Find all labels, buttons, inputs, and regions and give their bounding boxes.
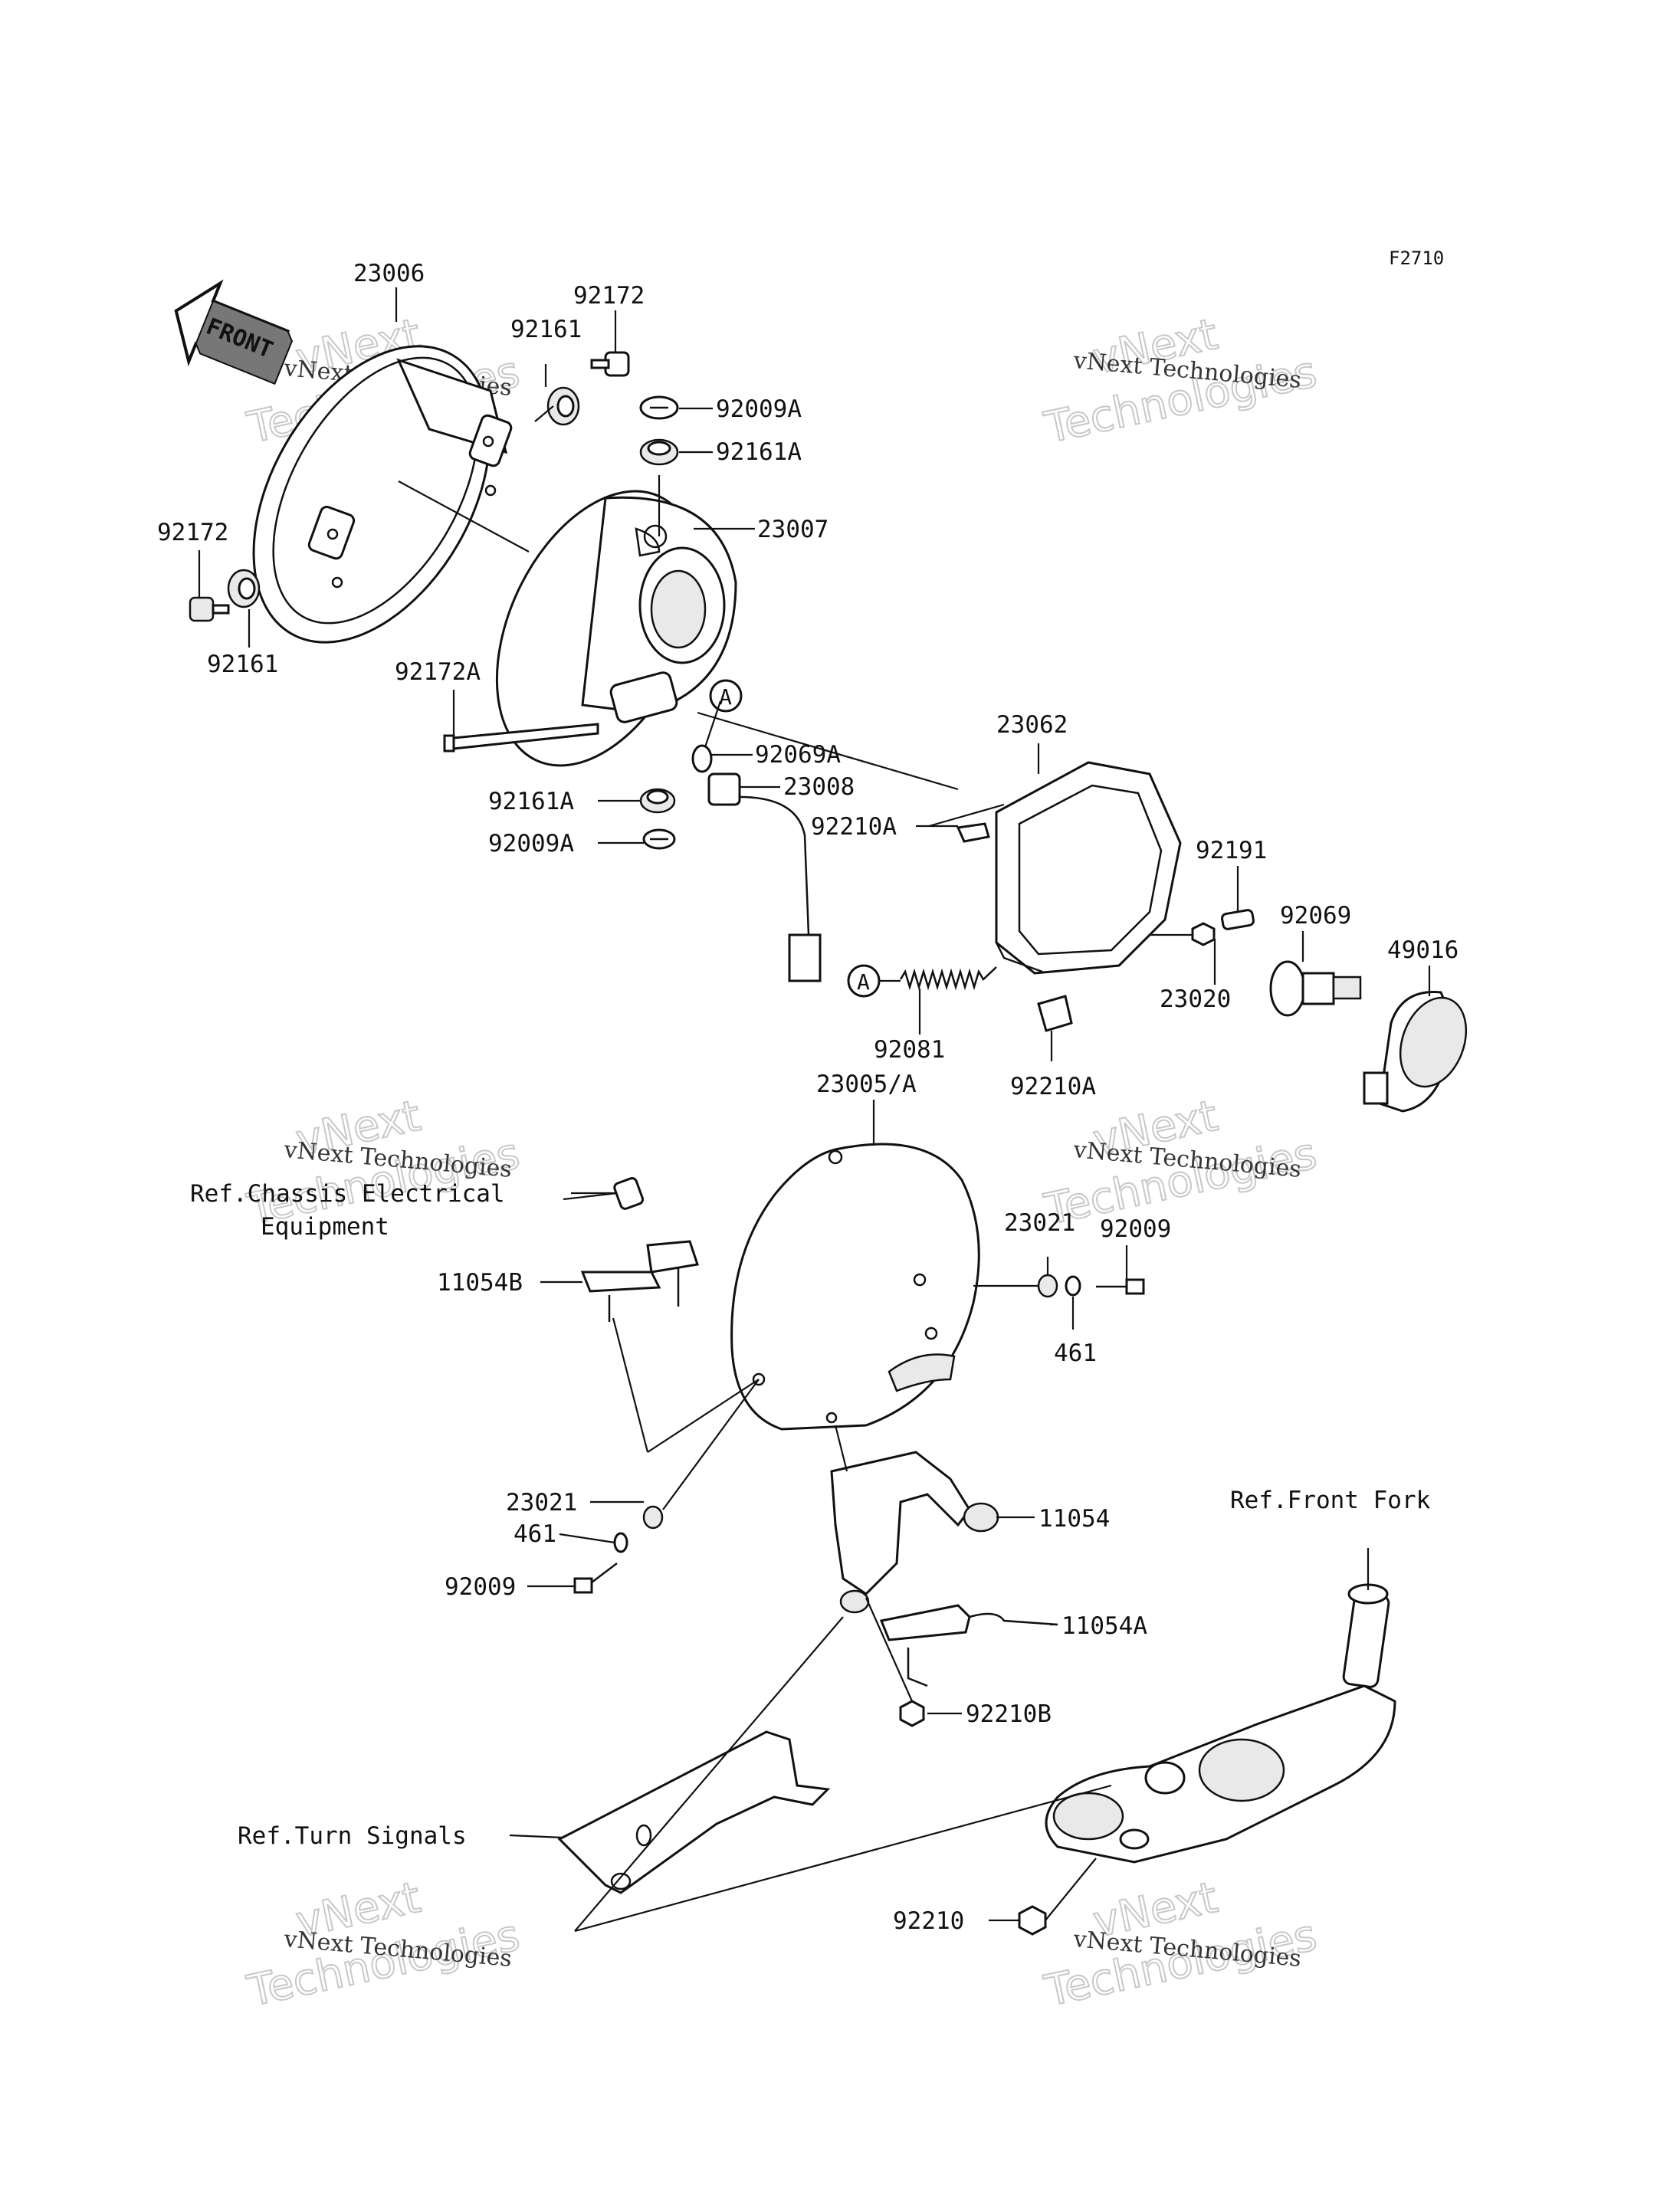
screw-92172-top <box>590 351 630 377</box>
ref-turn-signals: Ref.Turn Signals <box>238 1822 467 1850</box>
spring-92081 <box>899 966 997 991</box>
label-92161-left: 92161 <box>207 651 278 678</box>
washer-461-left <box>613 1532 628 1553</box>
diagram-code: F2710 <box>1389 248 1444 269</box>
pin-92191 <box>1221 909 1255 930</box>
socket-23008 <box>707 772 822 982</box>
bulb-92069A <box>691 744 713 773</box>
front-arrow-icon: FRONT <box>174 279 294 385</box>
screw-92172A <box>443 723 599 753</box>
bolt-92009-right <box>1096 1278 1145 1295</box>
label-92210A-top: 92210A <box>811 813 897 841</box>
label-92069A: 92069A <box>755 741 841 769</box>
bracket-11054 <box>830 1451 999 1614</box>
clip-92210A-top <box>956 822 990 843</box>
label-23021-left: 23021 <box>506 1489 577 1517</box>
label-92009-right: 92009 <box>1100 1215 1171 1243</box>
nut-92210B <box>899 1700 925 1727</box>
bulb-92069 <box>1269 960 1362 1017</box>
label-92009-left: 92009 <box>445 1573 516 1601</box>
collar-23021-left <box>642 1505 664 1530</box>
mounting-ring-23062 <box>995 761 1182 975</box>
ref-chassis-equipment: Equipment <box>261 1213 389 1241</box>
washer-461-right <box>1065 1275 1081 1297</box>
grommet-92161-left <box>227 569 261 608</box>
label-92009A-bottom: 92009A <box>488 830 574 857</box>
label-92210B: 92210B <box>966 1700 1052 1728</box>
label-23020: 23020 <box>1160 985 1231 1013</box>
collar-23021-right <box>1037 1274 1058 1298</box>
grommet-92161-top <box>546 386 580 426</box>
callout-a-lower: A <box>847 964 881 998</box>
grommet-92161A-bottom <box>639 788 676 814</box>
label-92191: 92191 <box>1196 837 1267 864</box>
headlight-housing <box>730 1143 980 1431</box>
bracket-11054A <box>879 1604 1058 1687</box>
screw-92172-left <box>189 596 230 622</box>
bolt-92009-left <box>573 1562 618 1594</box>
label-92172-left: 92172 <box>157 519 228 546</box>
label-92009A-top: 92009A <box>716 395 802 423</box>
label-23062: 23062 <box>996 711 1068 739</box>
callout-a-label: A <box>719 684 732 710</box>
ref-chassis-electrical: Ref.Chassis Electrical <box>190 1180 505 1208</box>
headlight-unit <box>495 490 737 767</box>
ref-front-fork: Ref.Front Fork <box>1230 1487 1431 1514</box>
label-461-left: 461 <box>514 1520 556 1548</box>
nut-23020 <box>1191 922 1216 946</box>
label-92172A: 92172A <box>395 658 481 686</box>
dust-cover-49016 <box>1363 991 1468 1113</box>
label-11054B: 11054B <box>437 1269 523 1297</box>
label-23008: 23008 <box>783 773 855 801</box>
label-461-right: 461 <box>1054 1340 1097 1367</box>
headlight-rim <box>252 345 513 644</box>
turn-signal-bracket <box>557 1730 831 1894</box>
label-11054: 11054 <box>1039 1505 1110 1533</box>
clip-92210A-bottom <box>1037 995 1073 1032</box>
label-23005A: 23005/A <box>816 1071 917 1098</box>
leader-lines <box>198 287 1431 1933</box>
label-11054A: 11054A <box>1061 1612 1147 1640</box>
bolt-92009A-top <box>639 395 679 420</box>
label-23006: 23006 <box>353 260 425 287</box>
front-fork-clamp <box>1045 1583 1396 1864</box>
label-92161A-top: 92161A <box>716 438 802 466</box>
bolt-92009A-bottom <box>642 828 676 850</box>
callout-a-label: A <box>857 969 870 995</box>
fitting-11054B <box>580 1177 699 1322</box>
label-23007: 23007 <box>757 516 829 543</box>
nut-92210 <box>1018 1905 1047 1936</box>
label-92172-top: 92172 <box>573 282 645 310</box>
label-92210A-bottom: 92210A <box>1010 1073 1096 1100</box>
label-92069: 92069 <box>1280 902 1351 930</box>
label-92161-top: 92161 <box>510 316 582 343</box>
label-49016: 49016 <box>1387 936 1459 964</box>
label-92081: 92081 <box>874 1036 945 1064</box>
label-92161A-bottom: 92161A <box>488 788 574 815</box>
label-23021-right: 23021 <box>1004 1209 1075 1237</box>
label-92210: 92210 <box>893 1907 964 1935</box>
grommet-92161A-top <box>639 438 679 466</box>
callout-a-upper: A <box>709 679 743 713</box>
